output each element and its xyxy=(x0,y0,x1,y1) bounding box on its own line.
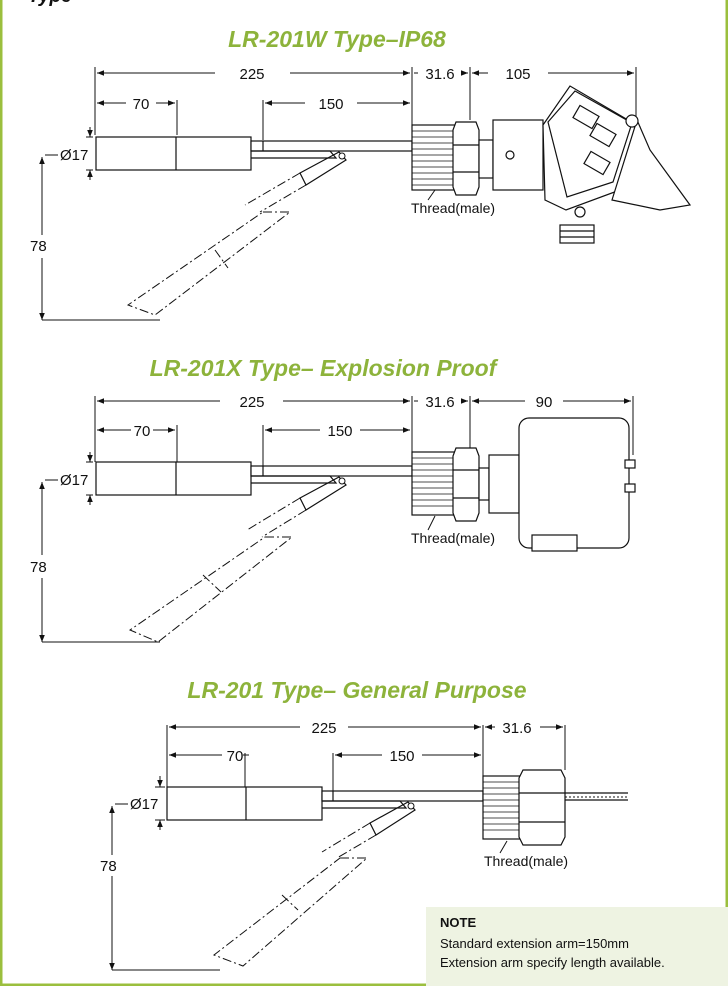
dim-overall: 225 xyxy=(311,720,336,737)
lead-wire xyxy=(565,792,628,801)
dim-diameter: Ø17 xyxy=(60,472,88,489)
section-explosion-proof: LR-201X Type– Explosion Proof xyxy=(30,355,636,643)
dim-drop: 78 xyxy=(100,858,117,875)
dim-drop: 78 xyxy=(30,238,47,255)
note-title: NOTE xyxy=(440,915,477,930)
section-title: LR-201W Type–IP68 xyxy=(228,26,446,52)
float-arm xyxy=(126,151,347,316)
dim-overall: 225 xyxy=(239,394,264,411)
dimension-lines xyxy=(39,396,634,643)
dim-thread-length: 31.6 xyxy=(425,394,454,411)
thread-leader xyxy=(499,840,508,854)
thread-leader xyxy=(427,189,436,201)
dim-segment: 70 xyxy=(227,748,244,765)
note-line: Standard extension arm=150mm xyxy=(440,936,629,951)
switch-body xyxy=(166,769,566,846)
thread-label: Thread(male) xyxy=(484,853,568,869)
dim-extension: 150 xyxy=(389,748,414,765)
dim-segment: 70 xyxy=(134,423,151,440)
section-general-purpose: LR-201 Type– General Purpose xyxy=(100,677,628,971)
partial-heading: Type xyxy=(28,0,72,8)
dim-diameter: Ø17 xyxy=(130,796,158,813)
switch-body xyxy=(95,417,636,552)
section-title: LR-201 Type– General Purpose xyxy=(187,677,526,703)
dim-head: 105 xyxy=(505,66,530,83)
float-arm xyxy=(128,476,347,643)
dim-extension: 150 xyxy=(327,423,352,440)
dim-thread-length: 31.6 xyxy=(425,66,454,83)
dimension-lines xyxy=(39,67,637,321)
dimension-lines xyxy=(109,724,566,971)
thread-leader xyxy=(427,515,436,531)
section-ip68: LR-201W Type–IP68 xyxy=(30,26,692,321)
dim-drop: 78 xyxy=(30,559,47,576)
dim-segment: 70 xyxy=(133,96,150,113)
dim-head: 90 xyxy=(536,394,553,411)
note-line: Extension arm specify length available. xyxy=(440,955,665,970)
thread-label: Thread(male) xyxy=(411,200,495,216)
switch-body xyxy=(95,85,692,244)
dim-extension: 150 xyxy=(318,96,343,113)
float-arm xyxy=(212,801,416,967)
dim-overall: 225 xyxy=(239,66,264,83)
dim-diameter: Ø17 xyxy=(60,147,88,164)
note-box: NOTE Standard extension arm=150mm Extens… xyxy=(426,907,728,986)
thread-label: Thread(male) xyxy=(411,530,495,546)
section-title: LR-201X Type– Explosion Proof xyxy=(150,355,499,381)
dim-thread-length: 31.6 xyxy=(502,720,531,737)
